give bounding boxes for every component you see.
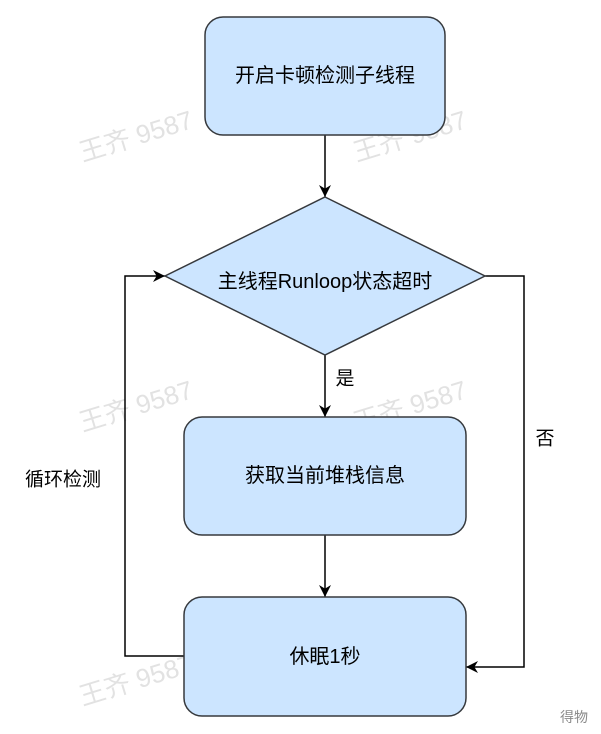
edge-label-loop: 循环检测 xyxy=(25,469,101,491)
node-sleep-shape xyxy=(183,596,467,717)
node-fetch: 获取当前堆栈信息 xyxy=(183,416,467,536)
node-sleep: 休眠1秒 xyxy=(183,596,467,717)
watermark-text: 王齐 9587 xyxy=(76,375,197,438)
yes-label-bg xyxy=(334,366,356,392)
node-check: 主线程Runloop状态超时 xyxy=(163,196,487,356)
watermark-text: 王齐 9587 xyxy=(76,105,197,168)
node-start-label: 开启卡顿检测子线程 xyxy=(235,64,415,87)
node-sleep-label: 休眠1秒 xyxy=(289,645,360,668)
node-check-label: 主线程Runloop状态超时 xyxy=(218,270,433,293)
edges xyxy=(124,135,525,673)
node-fetch-shape xyxy=(183,416,467,536)
node-fetch-label: 获取当前堆栈信息 xyxy=(245,464,405,487)
brand-label: 得物 xyxy=(560,709,588,725)
node-start-shape xyxy=(204,16,446,136)
edge-label-no: 否 xyxy=(535,429,554,450)
watermark-text: 王齐 9587 xyxy=(76,649,197,712)
edge-label-yes: 是 xyxy=(335,369,354,390)
edge-sleep-loop-to-check xyxy=(124,270,184,657)
node-start: 开启卡顿检测子线程 xyxy=(204,16,446,136)
node-check-shape xyxy=(163,196,487,356)
edge-check-no-to-sleep xyxy=(466,275,525,673)
